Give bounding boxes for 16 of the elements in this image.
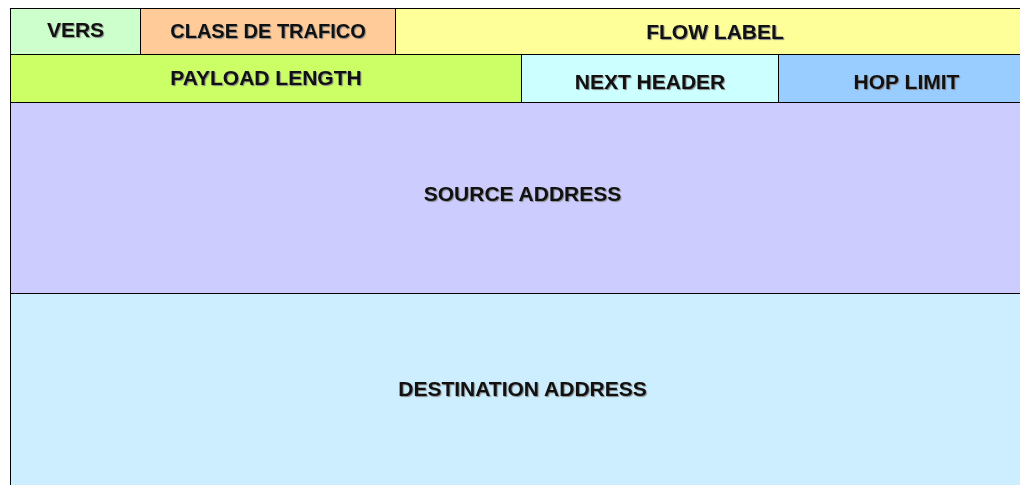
header-field [10,54,522,103]
field-label: NEXT HEADER [574,69,726,95]
field-label: VERS [46,17,105,43]
header-field [395,8,1020,55]
header-field [10,293,1020,485]
header-field [521,54,779,103]
field-label: FLOW LABEL [646,19,784,45]
header-field [778,54,1020,103]
header-field [10,102,1020,294]
field-label: HOP LIMIT [853,69,960,95]
field-label: SOURCE ADDRESS [423,181,622,207]
field-label: PAYLOAD LENGTH [170,65,362,91]
header-field [10,8,141,55]
field-label: DESTINATION ADDRESS [398,376,647,402]
header-field [140,8,396,55]
field-label: CLASE DE TRAFICO [170,19,366,44]
